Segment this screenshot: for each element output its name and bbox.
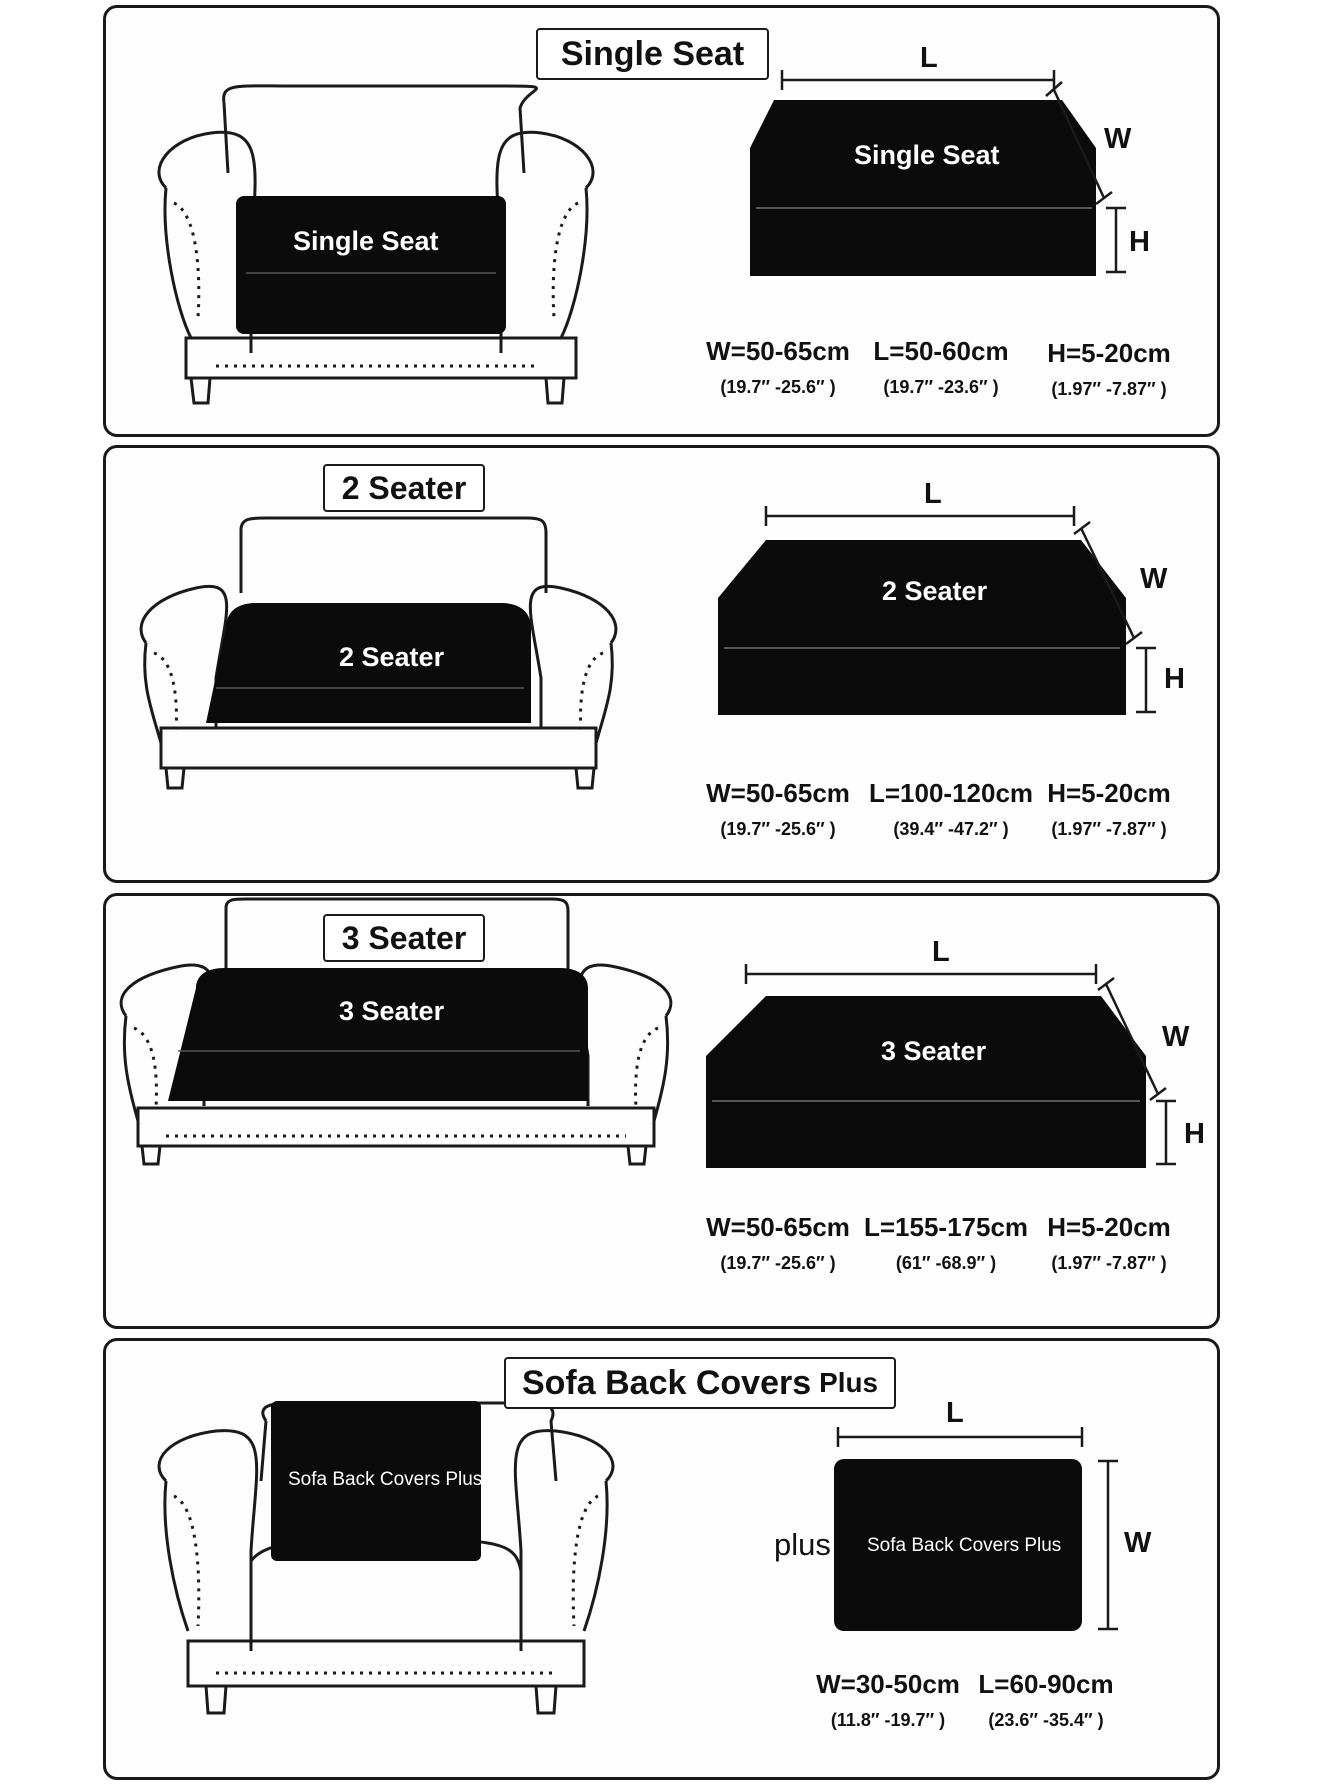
dimension-lines [780,70,1126,274]
measurement-inch: (1.97″ -7.87″ ) [1051,379,1167,399]
panel-title: Sofa Back Covers Plus [504,1357,896,1409]
panel-title: Single Seat [536,28,769,80]
dimension-h-label: H [1129,226,1150,258]
sofa-outline [119,897,673,1166]
panel-title: 3 Seater [323,914,485,962]
dimension-l-label: L [920,42,938,74]
measurement-length: L=155-175cm (61″ -68.9″ ) [846,1212,1046,1274]
measurement-cm: W=50-65cm [706,1212,850,1242]
dimension-h-label: H [1184,1118,1205,1150]
measurement-inch: (19.7″ -25.6″ ) [720,819,836,839]
panel-title-text: 2 Seater [341,469,467,506]
dimension-h-label: H [1164,663,1185,695]
cushion-label: Sofa Back Covers Plus [867,1535,1062,1556]
back-cushion-on-chair [271,1401,481,1561]
dimension-lines [744,964,1176,1166]
two-seater-diagram [139,506,1156,790]
plus-label: plus [774,1527,831,1562]
seat-cushion-on-sofa [168,968,588,1101]
measurement-length: L=50-60cm (19.7″ -23.6″ ) [856,336,1026,398]
armchair-outline [157,84,595,405]
measurement-cm: W=50-65cm [706,336,850,366]
measurement-inch: (19.7″ -25.6″ ) [720,1253,836,1273]
measurement-inch: (1.97″ -7.87″ ) [1051,819,1167,839]
dimension-l-label: L [924,478,942,510]
seat-cushion-on-chair [236,196,506,334]
panel-title-text: 3 Seater [341,919,467,956]
measurement-inch: (19.7″ -23.6″ ) [883,377,999,397]
panel-3-seater: 3 Seater 3 Seater 3 Seater L W H W=50-65… [103,893,1220,1329]
measurement-length: L=60-90cm (23.6″ -35.4″ ) [961,1669,1131,1731]
measurement-height: H=5-20cm (1.97″ -7.87″ ) [1024,1212,1194,1274]
seat-cushion-on-sofa [206,603,531,723]
measurement-width: W=50-65cm (19.7″ -25.6″ ) [688,1212,868,1274]
dimension-lines [764,506,1156,714]
measurement-width: W=30-50cm (11.8″ -19.7″ ) [798,1669,978,1731]
sofa-cushion-label: 3 Seater [339,996,445,1026]
measurement-inch: (1.97″ -7.87″ ) [1051,1253,1167,1273]
back-cushion-shape [834,1459,1082,1631]
measurement-height: H=5-20cm (1.97″ -7.87″ ) [1024,338,1194,400]
measurement-cm: H=5-20cm [1047,338,1171,368]
sofa-cushion-label: Single Seat [293,226,439,256]
dimension-w-label: W [1124,1527,1152,1559]
measurement-inch: (11.8″ -19.7″ ) [830,1710,946,1730]
measurement-width: W=50-65cm (19.7″ -25.6″ ) [688,336,868,398]
measurement-inch: (19.7″ -25.6″ ) [720,377,836,397]
dimension-w-label: W [1104,123,1132,155]
measurement-inch: (23.6″ -35.4″ ) [988,1710,1104,1730]
dimension-lines [836,1427,1118,1631]
back-cover-diagram [157,1401,1118,1715]
seat-cushion-shape [750,100,1096,276]
panel-title-suffix: Plus [819,1367,878,1398]
panel-single-seat: Single Seat Single Seat Single Seat L W … [103,5,1220,437]
cushion-label: 3 Seater [881,1036,987,1066]
measurement-cm: H=5-20cm [1047,778,1171,808]
panel-title-text: Single Seat [560,34,745,73]
three-seater-diagram [119,897,1176,1168]
measurement-cm: W=50-65cm [706,778,850,808]
single-seat-diagram [157,70,1126,405]
dimension-w-label: W [1162,1021,1190,1053]
measurement-inch: (61″ -68.9″ ) [895,1253,997,1273]
dimension-l-label: L [946,1397,964,1429]
cushion-label: 2 Seater [882,576,988,606]
panel-sofa-back-covers: Sofa Back Covers Plus Sofa Back Covers P… [103,1338,1220,1780]
panel-2-seater: 2 Seater 2 Seater 2 Seater L W H W=50-65… [103,445,1220,883]
measurement-cm: W=30-50cm [816,1669,960,1699]
sofa-outline [139,516,618,790]
measurement-cm: L=60-90cm [978,1669,1114,1699]
panel-title-text: Sofa Back Covers [521,1363,812,1402]
measurement-inch: (39.4″ -47.2″ ) [893,819,1009,839]
seat-cushion-shape [706,996,1146,1168]
panel-title: 2 Seater [323,464,485,512]
measurement-cm: H=5-20cm [1047,1212,1171,1242]
measurement-height: H=5-20cm (1.97″ -7.87″ ) [1024,778,1194,840]
measurement-width: W=50-65cm (19.7″ -25.6″ ) [688,778,868,840]
measurement-cm: L=100-120cm [868,778,1034,808]
measurement-cm: L=50-60cm [873,336,1009,366]
sofa-cushion-label: Sofa Back Covers Plus [288,1469,483,1490]
dimension-w-label: W [1140,563,1168,595]
measurement-cm: L=155-175cm [863,1212,1029,1242]
sofa-cushion-label: 2 Seater [339,642,445,672]
dimension-l-label: L [932,936,950,968]
seat-cushion-shape [718,540,1126,715]
cushion-label: Single Seat [854,140,1000,170]
measurement-length: L=100-120cm (39.4″ -47.2″ ) [851,778,1051,840]
